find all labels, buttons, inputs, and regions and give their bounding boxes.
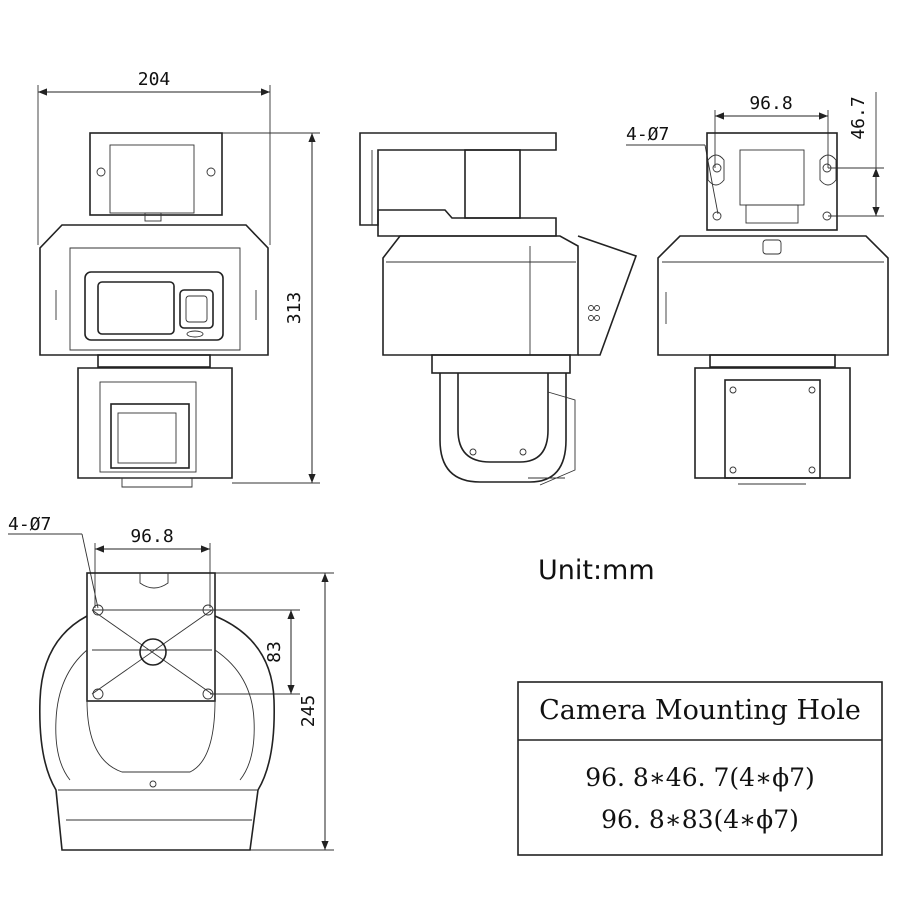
top-hole-spacing-label: 96.8 (749, 93, 792, 114)
rear-view: 96.8 46.7 4-Ø7 (626, 92, 889, 485)
bottom-hole-pitch-label: 83 (264, 641, 285, 663)
unit-label: Unit:mm (538, 555, 655, 586)
mounting-hole-table: Camera Mounting Hole 96. 8∗46. 7(4∗ϕ7) 9… (517, 681, 883, 856)
top-hole-count-label: 4-Ø7 (626, 124, 669, 145)
bottom-height-label: 245 (298, 695, 319, 728)
front-height-label: 313 (284, 292, 305, 325)
table-row: 96. 8∗83(4∗ϕ7) (601, 805, 799, 834)
front-width-label: 204 (138, 69, 171, 90)
table-title: Camera Mounting Hole (539, 695, 861, 726)
front-view: 204 313 (37, 69, 320, 488)
table-row: 96. 8∗46. 7(4∗ϕ7) (585, 763, 815, 792)
bottom-hole-spacing-label: 96.8 (130, 526, 173, 547)
bottom-hole-count-label: 4-Ø7 (8, 514, 51, 535)
side-view (359, 132, 638, 486)
bottom-view: 96.8 4-Ø7 83 245 (8, 514, 334, 851)
top-hole-depth-label: 46.7 (848, 96, 869, 139)
